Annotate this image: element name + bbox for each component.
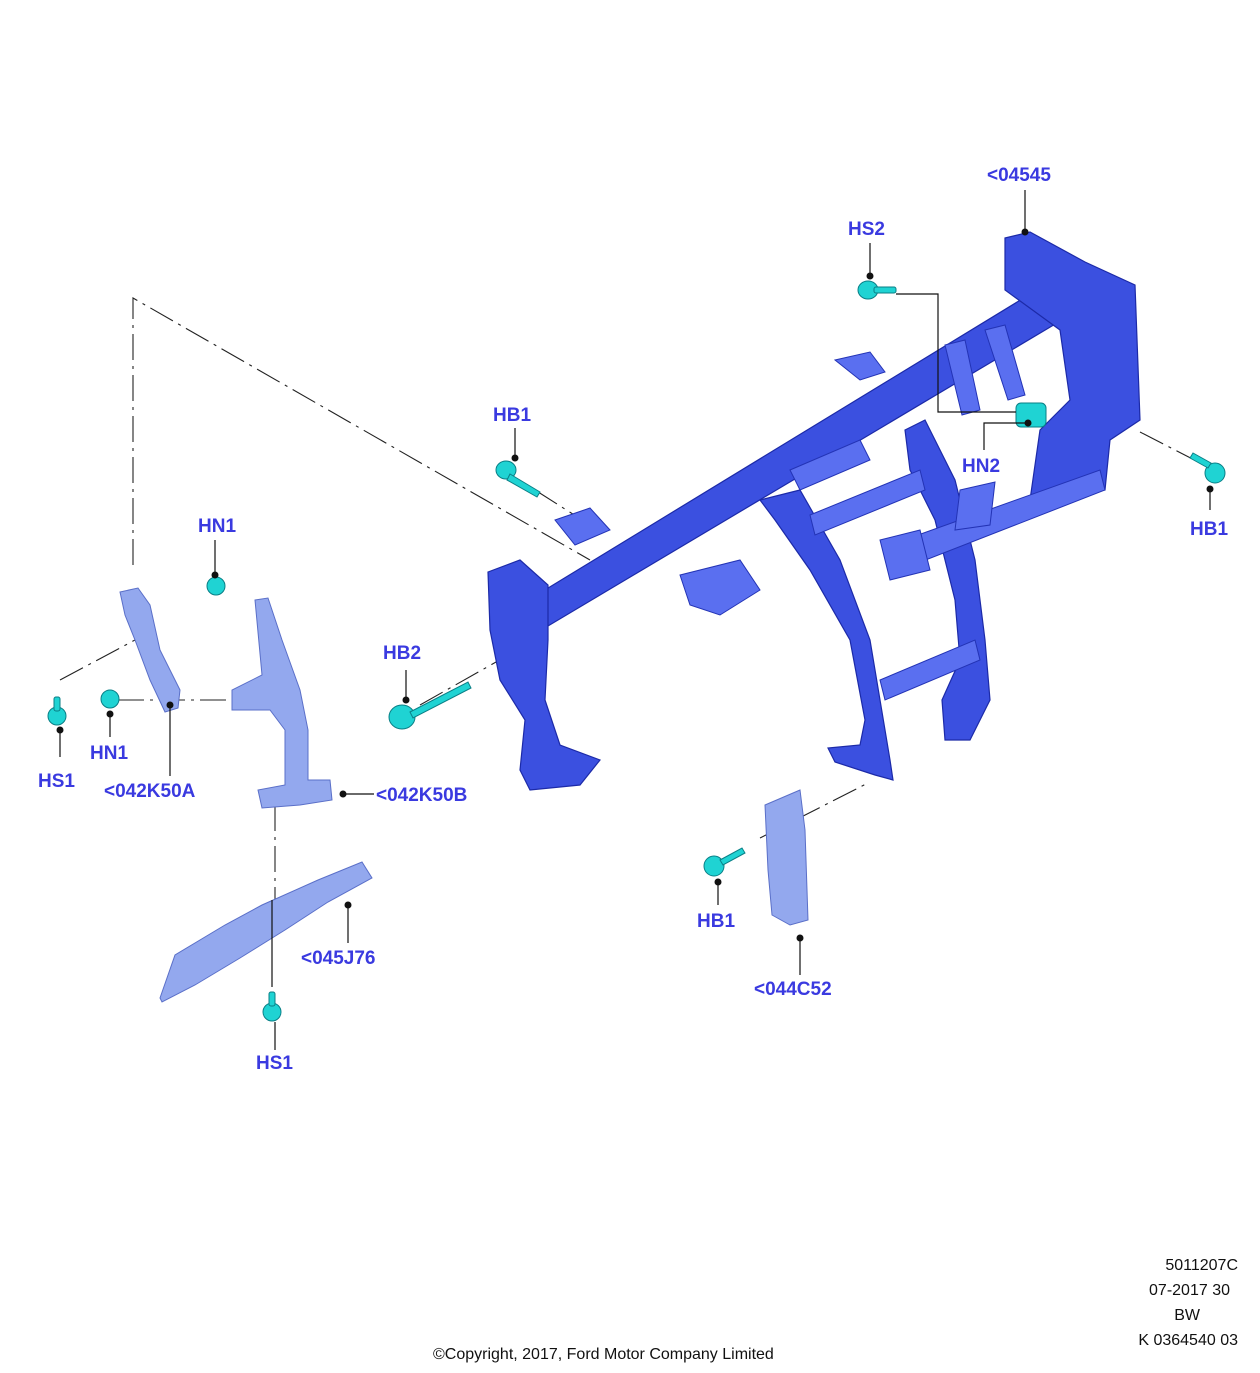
hs1-left-screw-icon [47,696,67,726]
hb1-right-bolt-icon [1189,452,1226,484]
callout-hs1-left: HS1 [38,771,75,792]
callout-042K50A: <042K50A [104,781,196,802]
hb1-bottom-bolt-icon [703,847,746,877]
callout-hb1-upper: HB1 [493,405,531,426]
date-line: 07-2017 30 [1149,1282,1230,1299]
hs1-bottom-screw-icon [262,991,282,1022]
cross-car-beam [487,231,1141,791]
callout-hb1-bottom: HB1 [697,911,735,932]
callout-hb2: HB2 [383,643,421,664]
callout-hn1-top: HN1 [198,516,236,537]
part-ref: K 0364540 03 [1138,1332,1238,1349]
bracket-045J76 [159,861,373,1003]
hn2-nut-icon [1015,402,1047,428]
bracket-042K50B [231,597,333,809]
callout-hn2: HN2 [962,456,1000,477]
callout-hs2: HS2 [848,219,885,240]
assembly-lines [59,297,1211,900]
callout-045J76: <045J76 [301,948,376,969]
fasteners [47,280,1226,1022]
callout-hs1-bottom: HS1 [256,1053,293,1074]
copyright: ©Copyright, 2017, Ford Motor Company Lim… [433,1346,774,1363]
callout-labels: <04545 HS2 HB1 HN2 HB1 HN1 HB2 HS1 HN1 <… [38,165,1228,1074]
callout-044C52: <044C52 [754,979,832,1000]
diagram-metadata: 5011207C 07-2017 30 BW K 0364540 03 ©Cop… [433,1257,1238,1363]
callout-04545: <04545 [987,165,1051,186]
ref-code: 5011207C [1165,1257,1238,1274]
callout-hn1-left: HN1 [90,743,128,764]
hn1-left-nut-icon [100,689,120,709]
bw-label: BW [1174,1307,1201,1324]
bracket-042K50A [119,587,181,713]
callout-042K50B: <042K50B [376,785,467,806]
bracket-044C52 [764,789,809,926]
hb2-bolt-icon [388,681,472,730]
hb1-upper-bolt-icon [495,460,541,498]
hn1-top-nut-icon [206,576,226,596]
leaders [56,190,1214,1050]
hs2-bolt-icon [857,280,897,300]
callout-hb1-right: HB1 [1190,519,1228,540]
